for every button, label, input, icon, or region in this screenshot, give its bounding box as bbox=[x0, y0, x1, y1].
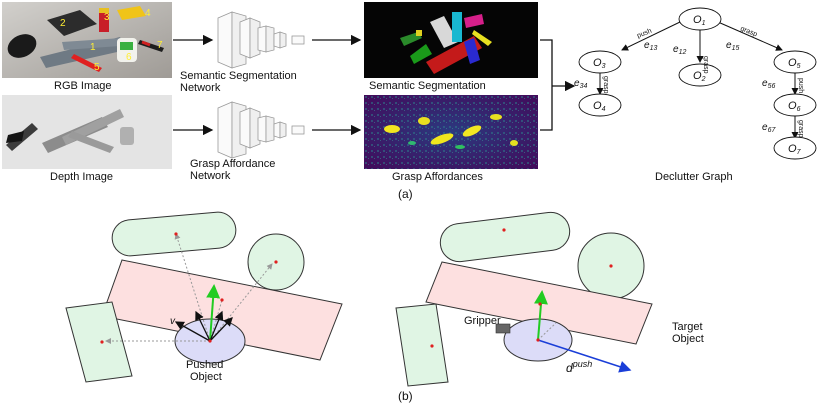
object-number: 4 bbox=[145, 8, 151, 19]
object-number: 5 bbox=[94, 62, 100, 73]
graph-node bbox=[578, 50, 622, 74]
depth-image-label: Depth Image bbox=[50, 171, 113, 183]
object-number: 7 bbox=[157, 40, 163, 51]
depth-scene bbox=[2, 95, 172, 169]
pipeline-arrows bbox=[173, 11, 576, 159]
object-number: 6 bbox=[126, 52, 132, 63]
edge-action-label: push bbox=[797, 78, 804, 93]
rgb-image: 1 2 3 4 5 6 7 bbox=[2, 2, 172, 78]
gripper-label: Gripper bbox=[464, 315, 501, 327]
object-number: 2 bbox=[60, 18, 66, 29]
vector-v-label: v bbox=[170, 316, 176, 327]
pushed-object-label-2: Object bbox=[190, 371, 222, 383]
edge-label: e13 bbox=[644, 40, 657, 52]
edge-label: e67 bbox=[762, 122, 776, 134]
left-scene bbox=[65, 211, 343, 383]
merge-line bbox=[540, 39, 553, 131]
caption-a: (a) bbox=[398, 187, 413, 201]
edge-subscript: 15 bbox=[732, 45, 740, 52]
edge-action-label: grasp bbox=[797, 120, 804, 138]
edge-subscript: 34 bbox=[580, 83, 588, 90]
graph-label: Declutter Graph bbox=[655, 171, 733, 183]
edge-subscript: 67 bbox=[768, 127, 777, 134]
push-vector-label: dpush bbox=[566, 359, 592, 375]
graph-node bbox=[773, 50, 817, 74]
object-number: 1 bbox=[90, 42, 96, 53]
caption-b: (b) bbox=[398, 389, 413, 403]
seg-network-label-1: Semantic Segmentation bbox=[180, 70, 297, 82]
target-object-label-1: Target bbox=[672, 321, 703, 333]
node-label: O4 bbox=[593, 100, 606, 113]
edge-subscript: 13 bbox=[650, 45, 658, 52]
segmentation-output-label: Semantic Segmentation bbox=[369, 80, 486, 92]
node-label: O3 bbox=[593, 57, 606, 70]
edge-action-label: push bbox=[636, 28, 653, 40]
right-scene bbox=[395, 211, 653, 387]
graph-node bbox=[773, 93, 817, 117]
edge-subscript: 56 bbox=[768, 83, 776, 90]
node-label: O2 bbox=[693, 70, 706, 83]
node-label: O7 bbox=[788, 143, 802, 156]
affordance-heatmap bbox=[364, 95, 538, 169]
edge-action-label: grasp bbox=[739, 25, 758, 38]
edge-label: e15 bbox=[726, 40, 739, 52]
grasp-affordance-output-label: Grasp Affordances bbox=[392, 171, 483, 183]
graph-node bbox=[773, 136, 817, 160]
grasp-network-label-2: Network bbox=[190, 170, 231, 182]
edge-label: e56 bbox=[762, 78, 775, 90]
segmentation-network-icon bbox=[217, 11, 305, 69]
graph-node bbox=[678, 63, 722, 87]
node-label: O5 bbox=[788, 57, 801, 70]
edge-action-label: grasp bbox=[702, 56, 709, 74]
depth-image bbox=[2, 95, 172, 169]
seg-network-label-2: Network bbox=[180, 82, 221, 94]
graph-node bbox=[678, 7, 722, 31]
declutter-graph: O1 O2 O3 O4 O5 O6 O7 push grasp grasp gr… bbox=[574, 7, 817, 160]
edge-action-label: grasp bbox=[602, 76, 609, 94]
target-object-label-2: Object bbox=[672, 333, 704, 345]
grasp-affordance-output bbox=[364, 95, 538, 169]
push-illustration: v Pushed Object Gripper Target Object dp… bbox=[65, 211, 704, 403]
segmentation-masks bbox=[364, 2, 538, 78]
pushed-object-label-1: Pushed bbox=[186, 359, 223, 371]
gripper-icon bbox=[495, 323, 511, 334]
object-number: 3 bbox=[104, 12, 110, 23]
graph-node bbox=[578, 93, 622, 117]
segmentation-output bbox=[364, 2, 538, 78]
edge-label: e12 bbox=[673, 44, 686, 56]
edge-label: e34 bbox=[574, 78, 587, 90]
grasp-network-label-1: Grasp Affordance bbox=[190, 158, 276, 170]
node-label: O1 bbox=[693, 14, 706, 27]
rgb-image-label: RGB Image bbox=[54, 80, 112, 92]
rgb-scene: 1 2 3 4 5 6 7 bbox=[2, 2, 172, 78]
node-label: O6 bbox=[788, 100, 801, 113]
grasp-network-icon bbox=[217, 101, 305, 159]
edge-subscript: 12 bbox=[679, 49, 687, 56]
